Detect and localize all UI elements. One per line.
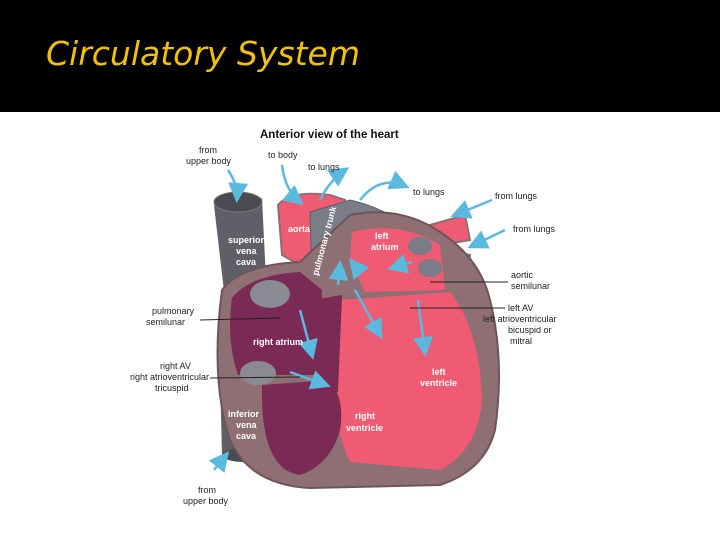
label-to-lungs-right: to lungs [413,187,445,197]
left-ventricle [334,292,482,470]
label-right-av-line3: tricuspid [155,383,189,393]
label-to-body: to body [268,150,298,160]
right-ventricle-outflow [312,295,342,392]
label-right-ventricle-line1: right [355,411,375,421]
label-from-upper-body-line1: from [199,145,217,155]
label-right-av-line1: right AV [160,361,191,371]
leader-lines [199,281,508,379]
label-left-av-line3: bicuspid or [508,325,552,335]
label-inferior-vena-cava-line3: cava [236,431,257,441]
label-left-ventricle-line2: ventricle [420,378,457,388]
pulmonary-vein-opening-1 [408,237,432,255]
label-right-av-line2: right atrioventricular [130,372,209,382]
label-from-lungs-upper: from lungs [495,191,538,201]
label-superior-vena-cava-line3: cava [236,257,257,267]
label-from-upper-body-line2: upper body [186,156,232,166]
label-inferior-vena-cava-line1: inferior [228,409,260,419]
label-pulmonary-semilunar-line2: semilunar [146,317,185,327]
pulmonary-vein-opening-2 [418,259,442,277]
label-pulmonary-semilunar-line1: pulmonary [152,306,195,316]
label-aortic-line2: semilunar [511,281,550,291]
label-left-atrium-line1: left [375,231,389,241]
label-left-av-line4: mitral [510,336,532,346]
slide-content: Anterior view of the heart [0,112,720,540]
diagram-heading: Anterior view of the heart [260,129,399,141]
label-left-av-line1: left AV [508,303,533,313]
label-to-lungs-upper: to lungs [308,162,340,172]
flow-arrows [208,164,506,473]
label-right-atrium: right atrium [253,337,303,347]
label-left-av-line2: left atrioventricular [483,314,557,324]
heart-diagram: Anterior view of the heart [130,129,557,506]
label-inferior-vena-cava-line2: vena [236,420,258,430]
label-left-ventricle-line1: left [432,367,446,377]
superior-vena-cava-inlet [250,280,290,308]
label-from-lungs-lower: from lungs [513,224,556,234]
slide-title: Circulatory System [46,34,360,73]
label-from-lower-body-line2: upper body [183,496,229,506]
label-aortic-line1: aortic [511,270,534,280]
right-ventricle [261,380,342,475]
label-right-ventricle-line2: ventricle [346,423,383,433]
title-bar: Circulatory System [0,0,720,112]
inferior-vena-cava-inlet [240,361,276,385]
label-superior-vena-cava-line2: vena [236,246,258,256]
label-superior-vena-cava-line1: superior [228,235,265,245]
label-from-lower-body-line1: from [198,485,216,495]
label-left-atrium-line2: atrium [371,242,399,252]
label-aorta: aorta [288,224,311,234]
